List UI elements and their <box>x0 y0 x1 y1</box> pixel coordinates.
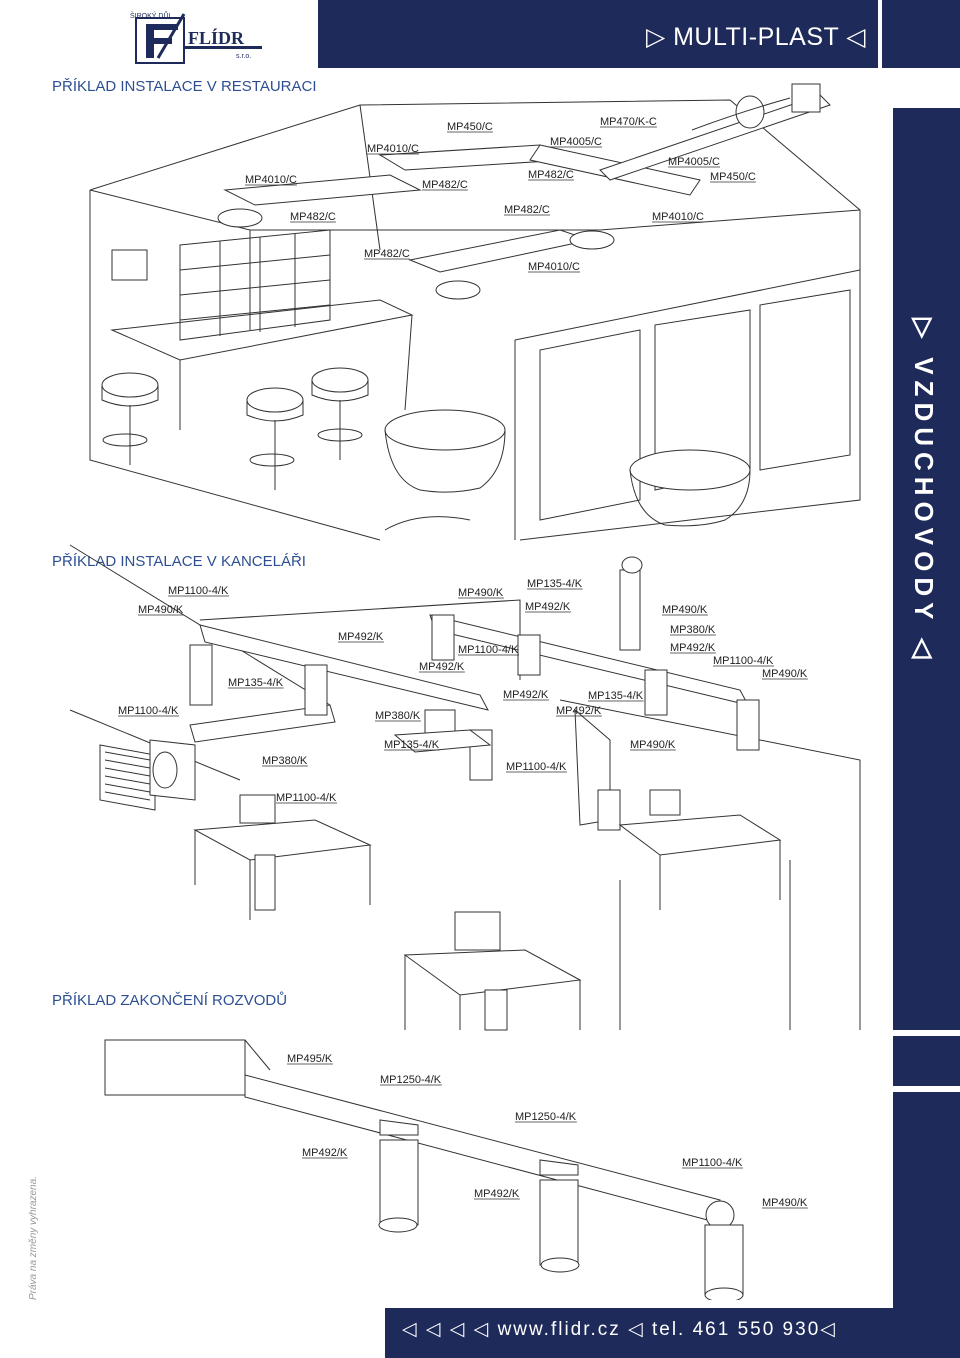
part-label: MP492/K <box>556 705 602 717</box>
part-label: MP1100-4/K <box>682 1157 743 1169</box>
installation-drawings: MP450/C MP470/K-C MP4005/C MP4010/C MP4010/C… <box>69 83 861 1300</box>
ending-illustration <box>104 1039 744 1300</box>
header-bar: ▷ MULTI-PLAST ◁ <box>318 0 878 68</box>
part-label: MP450/C <box>710 171 756 183</box>
part-label: MP1100-4/K <box>118 705 179 717</box>
part-label: MP1100-4/K <box>506 761 567 773</box>
part-label: MP135-4/K <box>384 739 440 751</box>
part-labels: MP450/C MP470/K-C MP4005/C MP4010/C MP4010/C… <box>118 116 808 1209</box>
restaurant-illustration <box>89 83 861 541</box>
part-label: MP4010/C <box>245 174 297 186</box>
part-label: MP1100-4/K <box>458 644 519 656</box>
part-label: MP1250-4/K <box>515 1111 577 1123</box>
part-label: MP135-4/K <box>588 690 644 702</box>
section-title-office: PŘÍKLAD INSTALACE V KANCELÁŘI <box>52 553 306 570</box>
part-label: MP492/K <box>419 661 465 673</box>
part-label: MP482/C <box>528 169 574 181</box>
part-label: MP135-4/K <box>527 578 583 590</box>
part-label: MP490/K <box>762 668 808 680</box>
vertical-text: ▷ VZDUCHOVODY ◁ <box>909 317 939 664</box>
sidebar-divider <box>893 1030 960 1036</box>
part-label: MP490/K <box>662 604 708 616</box>
part-label: MP492/K <box>503 689 549 701</box>
part-label: MP492/K <box>670 642 716 654</box>
part-label: MP4005/C <box>668 156 720 168</box>
part-label: MP1100-4/K <box>276 792 337 804</box>
sidebar-vertical-title: ▷ VZDUCHOVODY ◁ <box>893 310 960 770</box>
section-title-ending: PŘÍKLAD ZAKONČENÍ ROZVODŮ <box>52 992 288 1009</box>
brand-title: ▷ MULTI-PLAST ◁ <box>645 23 866 51</box>
part-label: MP4010/C <box>652 211 704 223</box>
sidebar-divider <box>893 1086 960 1092</box>
part-label: MP450/C <box>447 121 493 133</box>
part-label: MP490/K <box>138 604 184 616</box>
part-label: MP492/K <box>338 631 384 643</box>
footer-contact: ◁ ◁ ◁ ◁ www.flidr.cz ◁ tel. 461 550 930◁ <box>402 1319 837 1340</box>
part-label: MP490/K <box>458 587 504 599</box>
header-bar-right <box>882 0 960 68</box>
part-label: MP1100-4/K <box>168 585 229 597</box>
part-label: MP482/C <box>364 248 410 260</box>
part-label: MP4005/C <box>550 136 602 148</box>
part-label: MP482/C <box>422 179 468 191</box>
part-label: MP380/K <box>262 755 308 767</box>
logo-graphic: FLÍDR ŠIROKÝ DŮL s.r.o. <box>130 11 262 64</box>
part-label: MP482/C <box>290 211 336 223</box>
part-label: MP490/K <box>630 739 676 751</box>
part-label: MP380/K <box>670 624 716 636</box>
logo-top-text: ŠIROKÝ DŮL <box>130 11 173 20</box>
part-label: MP1250-4/K <box>380 1074 442 1086</box>
part-label: MP492/K <box>474 1188 520 1200</box>
sidebar <box>893 108 960 1358</box>
part-label: MP492/K <box>525 601 571 613</box>
part-label: MP470/K-C <box>600 116 657 128</box>
part-label: MP380/K <box>375 710 421 722</box>
part-label: MP4010/C <box>528 261 580 273</box>
part-label: MP135-4/K <box>228 677 284 689</box>
office-illustration <box>69 544 861 1031</box>
part-label: MP490/K <box>762 1197 808 1209</box>
part-label: MP482/C <box>504 204 550 216</box>
footer-bar: ◁ ◁ ◁ ◁ www.flidr.cz ◁ tel. 461 550 930◁ <box>385 1308 960 1358</box>
part-label: MP1100-4/K <box>713 655 774 667</box>
part-label: MP492/K <box>302 1147 348 1159</box>
part-label: MP495/K <box>287 1053 333 1065</box>
logo-text: FLÍDR <box>188 27 245 48</box>
section-title-restaurant: PŘÍKLAD INSTALACE V RESTAURACI <box>52 78 317 95</box>
part-label: MP4010/C <box>367 143 419 155</box>
logo-sub-text: s.r.o. <box>236 53 251 60</box>
flidr-logo: FLÍDR ŠIROKÝ DŮL s.r.o. <box>128 8 268 68</box>
